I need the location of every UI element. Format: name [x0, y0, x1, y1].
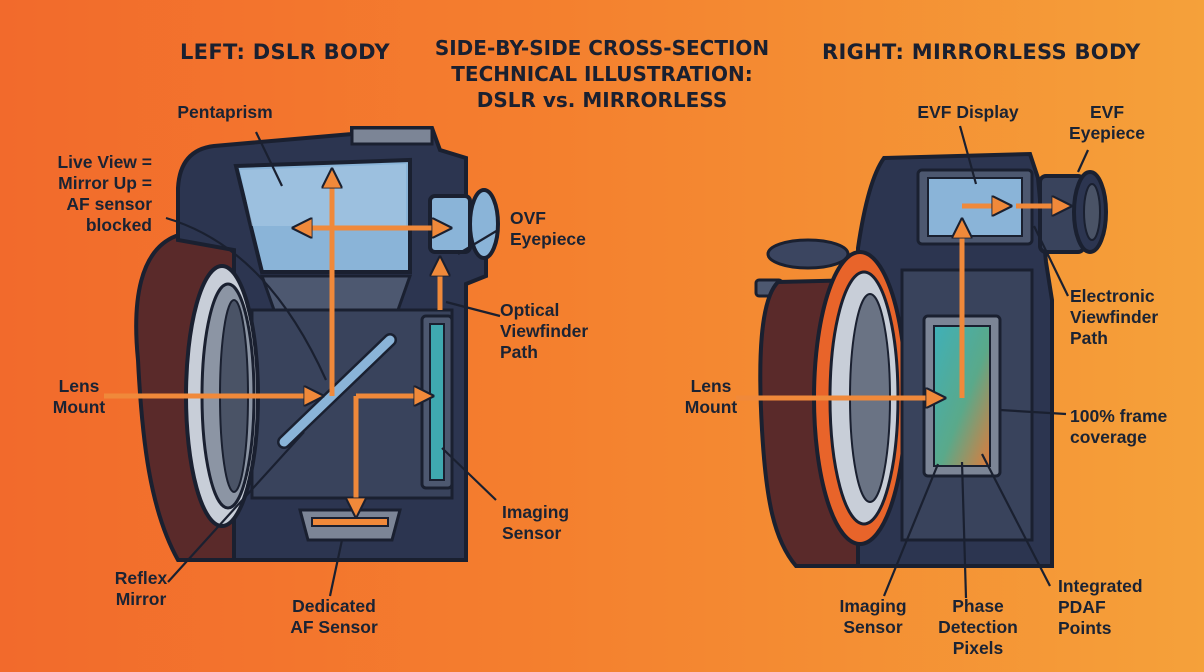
label-optical-path: Optical Viewfinder Path	[500, 300, 610, 363]
label-dslr-lens-mount: Lens Mount	[34, 376, 124, 418]
label-evf-display: EVF Display	[908, 102, 1028, 123]
right-heading: RIGHT: MIRRORLESS BODY	[822, 40, 1141, 64]
mirrorless-body	[736, 126, 1106, 598]
title-line-1: SIDE-BY-SIDE CROSS-SECTION	[420, 36, 784, 60]
dslr-imaging-sensor	[422, 316, 452, 488]
label-pdaf-points: Integrated PDAF Points	[1058, 576, 1158, 639]
left-heading: LEFT: DSLR BODY	[180, 40, 390, 64]
title-line-2: TECHNICAL ILLUSTRATION:	[420, 62, 784, 86]
label-evf-eyepiece: EVF Eyepiece	[1062, 102, 1152, 144]
label-phase-pixels: Phase Detection Pixels	[930, 596, 1026, 659]
label-ovf-eyepiece: OVF Eyepiece	[510, 208, 620, 250]
title-line-3: DSLR vs. MIRRORLESS	[420, 88, 784, 112]
ovf-eyepiece-shape	[430, 196, 470, 252]
label-af-sensor: Dedicated AF Sensor	[272, 596, 396, 638]
label-frame-coverage: 100% frame coverage	[1070, 406, 1180, 448]
label-mirrorless-lens-mount: Lens Mount	[666, 376, 756, 418]
label-pentaprism: Pentaprism	[160, 102, 290, 123]
label-electronic-path: Electronic Viewfinder Path	[1070, 286, 1180, 349]
label-live-view: Live View = Mirror Up = AF sensor blocke…	[20, 152, 152, 236]
dslr-hot-shoe	[352, 128, 432, 144]
af-sensor-shape	[300, 510, 400, 540]
evf-eyepiece-shape	[1040, 172, 1106, 252]
label-dslr-imaging-sensor: Imaging Sensor	[502, 502, 592, 544]
label-mirrorless-imaging-sensor: Imaging Sensor	[826, 596, 920, 638]
label-reflex-mirror: Reflex Mirror	[96, 568, 186, 610]
dslr-body	[104, 128, 500, 596]
